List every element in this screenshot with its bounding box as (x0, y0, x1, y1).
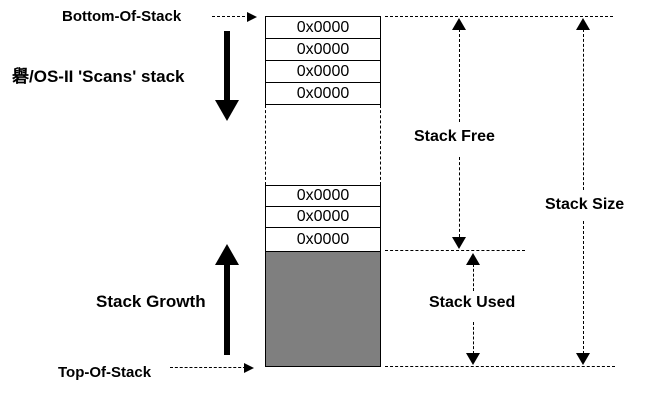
stack-growth-label: Stack Growth (96, 292, 206, 311)
stack-used-label: Stack Used (429, 294, 516, 311)
stack-box-lower-section: 0x0000 0x0000 0x0000 (265, 185, 381, 252)
bottom-of-stack-pointer-line (212, 16, 250, 17)
stack-size-dimension-line (583, 221, 584, 354)
bottom-of-stack-label: Bottom-Of-Stack (62, 8, 182, 25)
stack-growth-arrow-shaft (224, 264, 230, 355)
bottom-reference-line (385, 366, 615, 367)
stack-cell: 0x0000 (266, 61, 380, 83)
arrow-down-icon (576, 353, 590, 365)
stack-free-dimension-line (459, 29, 460, 122)
arrow-down-icon (466, 353, 480, 365)
top-reference-line (385, 16, 613, 17)
stack-box-top-section: 0x0000 0x0000 0x0000 0x0000 (265, 16, 381, 105)
stack-cell: 0x0000 (296, 230, 350, 248)
os-scans-stack-label: 礜/OS-II 'Scans' stack (12, 67, 185, 86)
stack-cell: 0x0000 (266, 39, 380, 61)
top-of-stack-pointer-line (170, 367, 246, 368)
used-boundary-reference-line (385, 250, 525, 251)
arrow-up-icon (466, 253, 480, 265)
stack-free-label: Stack Free (414, 128, 495, 145)
stack-size-label: Stack Size (545, 196, 625, 213)
stack-cell: 0x0000 (266, 17, 380, 39)
arrowhead-right-icon (247, 12, 257, 22)
arrow-up-icon (576, 18, 590, 30)
stack-size-dimension-line (583, 29, 584, 190)
arrow-up-icon (215, 244, 239, 265)
top-of-stack-label: Top-Of-Stack (58, 364, 152, 381)
stack-cell: 0x0000 (266, 207, 380, 228)
stack-used-dimension-line (473, 322, 474, 354)
stack-cell: 0x0000 (266, 186, 380, 207)
stack-used-region (265, 252, 381, 367)
arrow-down-icon (452, 237, 466, 249)
stack-cell: 0x0000 (266, 83, 380, 105)
arrow-up-icon (452, 18, 466, 30)
stack-box-free-section (265, 105, 381, 185)
stack-used-dimension-line (473, 264, 474, 291)
stack-free-dimension-line (459, 157, 460, 237)
scan-direction-arrow-shaft (224, 31, 230, 101)
arrowhead-right-icon (244, 363, 254, 373)
arrow-down-icon (215, 100, 239, 121)
